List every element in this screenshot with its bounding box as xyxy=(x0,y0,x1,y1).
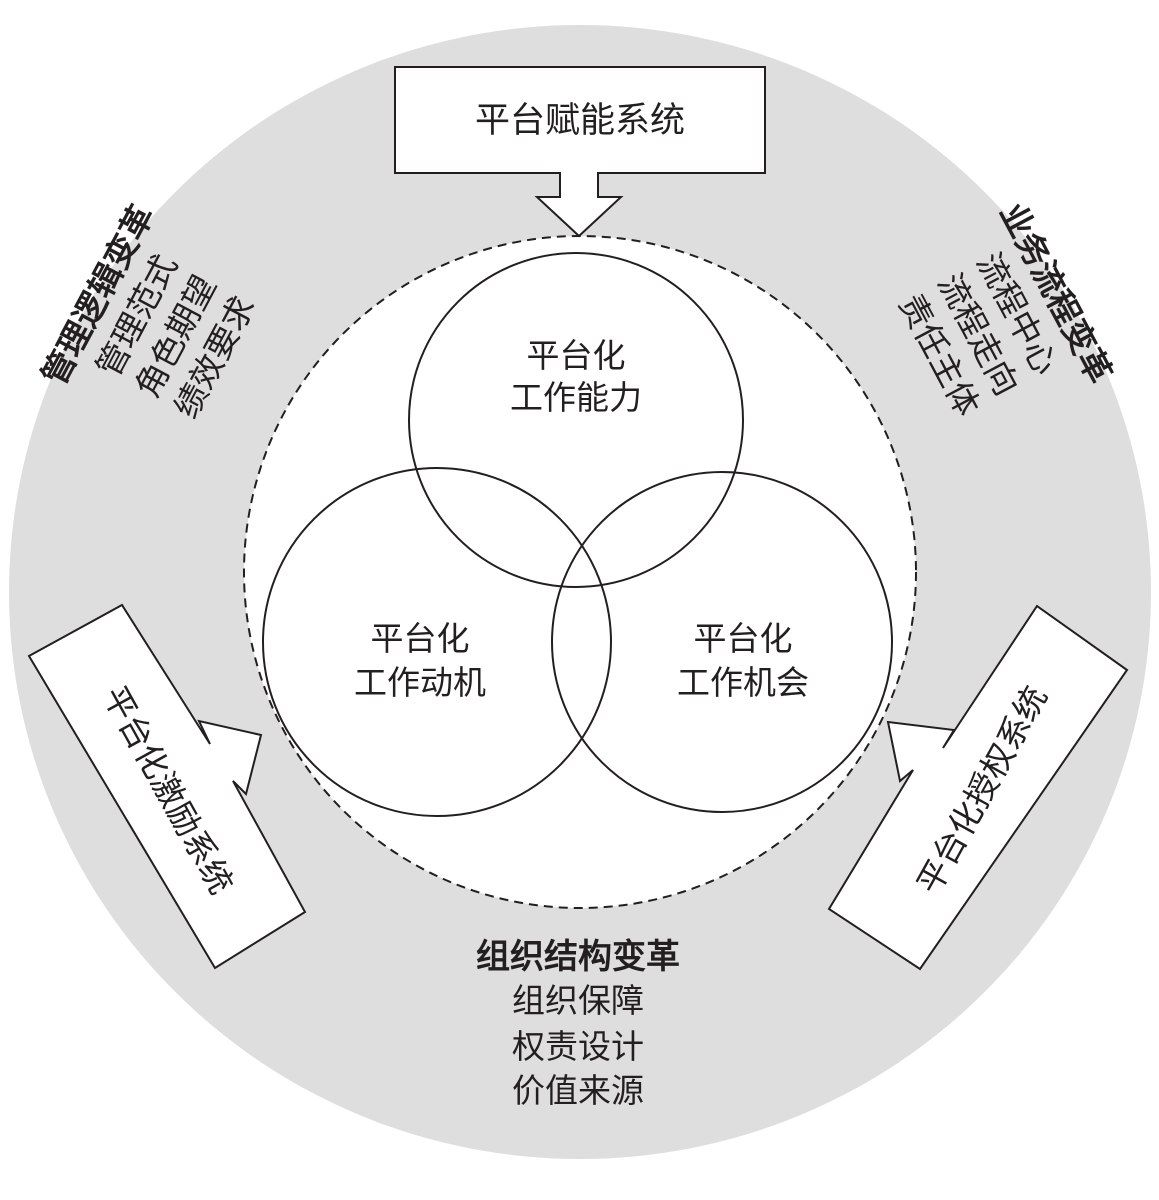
organization-title: 组织结构变革 xyxy=(476,937,680,977)
venn-ability-line2: 工作能力 xyxy=(510,378,642,417)
organization-item-3: 价值来源 xyxy=(512,1071,644,1110)
venn-circle-motivation xyxy=(262,467,612,817)
venn-circle-opportunity xyxy=(551,471,893,813)
venn-opportunity-line1: 平台化 xyxy=(694,619,793,658)
venn-opportunity-line2: 工作机会 xyxy=(677,663,809,702)
authorization-arrow-shape xyxy=(827,604,1129,971)
organization-item-1: 组织保障 xyxy=(512,981,644,1020)
venn-motivation-line2: 工作动机 xyxy=(354,663,486,702)
venn-ability-line1: 平台化 xyxy=(527,336,626,375)
venn-motivation-line1: 平台化 xyxy=(371,619,470,658)
empowerment-system-label: 平台赋能系统 xyxy=(475,101,685,141)
venn-circle-ability xyxy=(408,252,744,588)
empowerment-arrow-shape xyxy=(394,66,766,238)
organization-structure-block: 组织结构变革 组织保障 权责设计 价值来源 xyxy=(476,937,680,1110)
incentive-arrow-shape xyxy=(27,603,307,970)
organization-item-2: 权责设计 xyxy=(512,1027,644,1066)
empowerment-system-arrow: 平台赋能系统 xyxy=(394,66,766,238)
